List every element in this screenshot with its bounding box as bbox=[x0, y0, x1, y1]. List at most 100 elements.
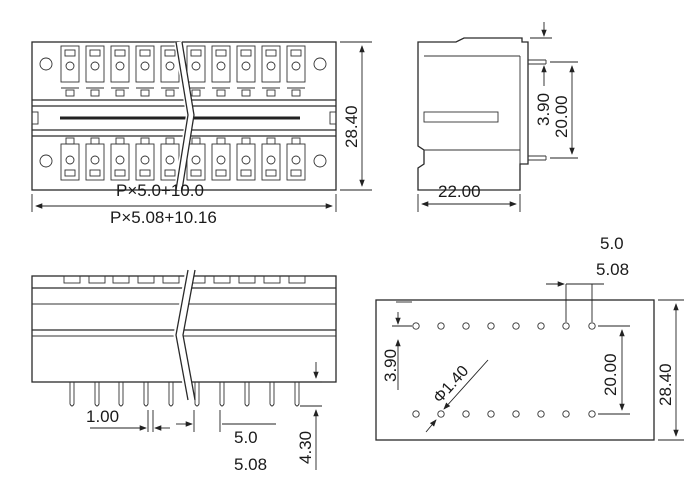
side-view-outline bbox=[417, 37, 529, 191]
screw-icon bbox=[216, 155, 226, 165]
terminal-slot bbox=[215, 169, 227, 177]
front-terminal-tab bbox=[238, 275, 256, 284]
pcb-hole bbox=[412, 322, 420, 330]
terminal-bottom bbox=[186, 143, 206, 181]
terminal-bottom bbox=[135, 143, 155, 181]
front-terminal-tab bbox=[63, 275, 81, 284]
terminal-top bbox=[110, 45, 130, 83]
side-span-label: 20.00 bbox=[552, 95, 571, 138]
terminal-top bbox=[236, 45, 256, 83]
pin-length-label: 4.30 bbox=[296, 431, 315, 464]
terminal-tab bbox=[90, 89, 100, 97]
terminal-top bbox=[135, 45, 155, 83]
mounting-hole-tl bbox=[39, 57, 53, 71]
front-pitch-2-label: 5.08 bbox=[234, 455, 267, 474]
front-terminal-tab bbox=[288, 275, 306, 284]
pcb-hole bbox=[588, 322, 596, 330]
terminal-bottom bbox=[286, 143, 306, 181]
screw-icon bbox=[65, 61, 75, 71]
front-pin bbox=[94, 382, 100, 407]
pcb-hole bbox=[562, 410, 570, 418]
terminal-tab bbox=[165, 89, 175, 97]
terminal-slot bbox=[164, 169, 176, 177]
pcb-hole bbox=[588, 410, 596, 418]
side-offset-label: 3.90 bbox=[534, 93, 553, 126]
screw-icon bbox=[115, 155, 125, 165]
front-view-dimensions bbox=[90, 362, 322, 470]
terminal-bottom bbox=[261, 143, 281, 181]
screw-icon bbox=[90, 61, 100, 71]
width-formula-1: P×5.0+10.0 bbox=[116, 181, 204, 200]
pcb-offset-label: 3.90 bbox=[381, 349, 400, 382]
pcb-hole bbox=[512, 322, 520, 330]
terminal-bottom bbox=[236, 143, 256, 181]
screw-icon bbox=[291, 155, 301, 165]
terminal-top bbox=[85, 45, 105, 83]
front-terminal-tab bbox=[263, 275, 281, 284]
front-pin bbox=[168, 382, 174, 407]
terminal-top bbox=[211, 45, 231, 83]
mounting-hole-tr bbox=[313, 57, 327, 71]
terminal-slot bbox=[190, 169, 202, 177]
terminal-top bbox=[286, 45, 306, 83]
mounting-hole-br bbox=[313, 154, 327, 168]
terminal-tab bbox=[115, 89, 125, 97]
front-pin bbox=[118, 382, 124, 407]
pin-width-label: 1.00 bbox=[86, 407, 119, 426]
terminal-tab bbox=[291, 137, 301, 145]
terminal-top bbox=[60, 45, 80, 83]
front-pin bbox=[69, 382, 75, 407]
terminal-slot bbox=[290, 169, 302, 177]
pcb-outline bbox=[375, 299, 655, 441]
front-pin bbox=[143, 382, 149, 407]
terminal-slot bbox=[114, 169, 126, 177]
terminal-tab bbox=[191, 137, 201, 145]
front-pitch-1-label: 5.0 bbox=[234, 428, 258, 447]
pcb-hole bbox=[512, 410, 520, 418]
screw-icon bbox=[140, 61, 150, 71]
front-pin bbox=[194, 382, 200, 407]
screw-icon bbox=[266, 155, 276, 165]
terminal-tab bbox=[291, 89, 301, 97]
screw-icon bbox=[291, 61, 301, 71]
pcb-pitch-2-label: 5.08 bbox=[596, 260, 629, 279]
screw-icon bbox=[191, 155, 201, 165]
terminal-tab bbox=[90, 137, 100, 145]
pcb-hole bbox=[437, 322, 445, 330]
pcb-row-span-label: 20.00 bbox=[601, 353, 620, 396]
side-depth-label: 22.00 bbox=[438, 182, 481, 201]
terminal-tab bbox=[165, 137, 175, 145]
terminal-slot bbox=[114, 49, 126, 57]
terminal-slot bbox=[290, 49, 302, 57]
terminal-slot bbox=[64, 169, 76, 177]
terminal-slot bbox=[89, 169, 101, 177]
terminal-slot bbox=[265, 169, 277, 177]
pcb-hole bbox=[462, 410, 470, 418]
width-formula-2: P×5.08+10.16 bbox=[110, 208, 217, 227]
terminal-tab bbox=[241, 89, 251, 97]
pcb-hole bbox=[437, 410, 445, 418]
side-view-dimensions bbox=[417, 22, 578, 212]
front-view bbox=[31, 269, 337, 407]
pcb-hole bbox=[412, 410, 420, 418]
terminal-bottom bbox=[60, 143, 80, 181]
pcb-height-label: 28.40 bbox=[656, 363, 675, 406]
pcb-hole bbox=[562, 322, 570, 330]
pcb-hole bbox=[487, 322, 495, 330]
top-view bbox=[31, 41, 337, 191]
pcb-hole bbox=[487, 410, 495, 418]
front-terminal-tab bbox=[213, 275, 231, 284]
terminal-tab bbox=[65, 137, 75, 145]
terminal-slot bbox=[164, 49, 176, 57]
terminal-slot bbox=[89, 49, 101, 57]
pcb-layout bbox=[375, 281, 684, 441]
screw-icon bbox=[266, 61, 276, 71]
front-terminal-tab bbox=[112, 275, 130, 284]
terminal-tab bbox=[266, 89, 276, 97]
terminal-slot bbox=[190, 49, 202, 57]
terminal-tab bbox=[115, 137, 125, 145]
screw-icon bbox=[140, 155, 150, 165]
terminal-slot bbox=[139, 49, 151, 57]
terminal-slot bbox=[265, 49, 277, 57]
